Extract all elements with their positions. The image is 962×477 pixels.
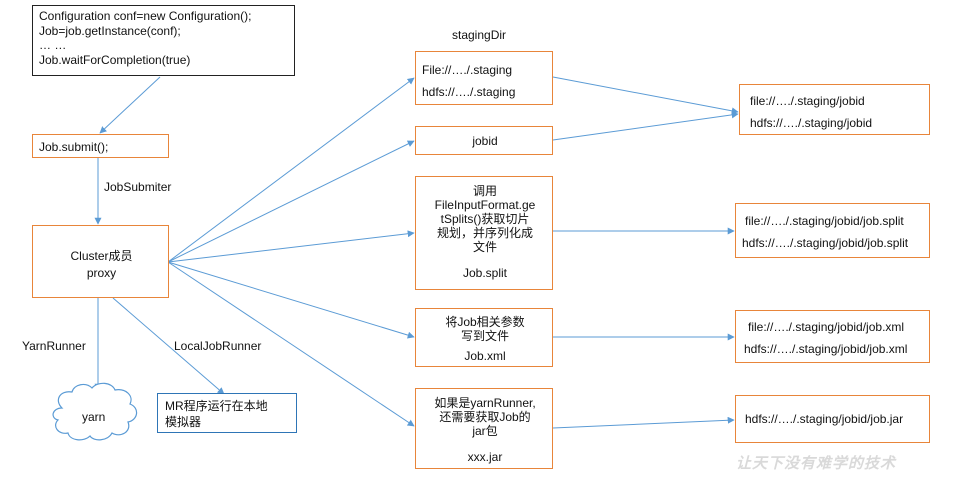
code-line: … …: [39, 38, 67, 52]
jobid-box: jobid: [415, 126, 553, 155]
arrow-cluster-to-staging: [167, 77, 415, 263]
staging-file-path: File://…./.staging: [422, 63, 513, 77]
out-xml-hdfs: hdfs://…./.staging/jobid/job.xml: [744, 342, 908, 356]
yarn-cloud-shape: [52, 382, 138, 441]
out-split-file: file://…./.staging/jobid/job.split: [745, 214, 904, 228]
jar-text: jar包: [472, 424, 498, 438]
code-line: Job=job.getInstance(conf);: [39, 23, 181, 38]
arrow-cluster-to-xml: [167, 261, 415, 339]
split-text: tSplits()获取切片: [440, 212, 530, 226]
mr-local-box: MR程序运行在本地 模拟器: [157, 393, 297, 433]
code-line: Configuration conf=new Configuration();: [39, 9, 252, 23]
out-split-hdfs: hdfs://…./.staging/jobid/job.split: [742, 236, 909, 250]
jar-box: 如果是yarnRunner, 还需要获取Job的 jar包 xxx.jar: [415, 388, 553, 469]
job-submit-box: Job.submit();: [32, 134, 169, 158]
out-jobid-file: file://…./.staging/jobid: [750, 94, 865, 108]
split-text: FileInputFormat.ge: [434, 198, 536, 212]
mr-line2: 模拟器: [165, 415, 202, 429]
staging-box: File://…./.staging hdfs://…./.staging: [415, 51, 553, 105]
xml-file: Job.xml: [464, 349, 506, 363]
out-jobid-hdfs: hdfs://…./.staging/jobid: [750, 116, 873, 130]
arrow-cluster-to-jar: [167, 261, 415, 427]
arrow-code-to-submit: [99, 76, 161, 134]
split-box: 调用 FileInputFormat.ge tSplits()获取切片 规划，并…: [415, 176, 553, 290]
jar-text: 还需要获取Job的: [439, 410, 531, 424]
jar-text: 如果是yarnRunner,: [434, 396, 536, 410]
split-text: 调用: [472, 184, 497, 198]
xml-text: 将Job相关参数: [445, 315, 525, 329]
arrow-jar-to-out-jar: [552, 416, 735, 429]
yarn-runner-label: YarnRunner: [22, 339, 86, 353]
job-submit-label: Job.submit();: [39, 140, 109, 154]
job-submitter-label: JobSubmiter: [104, 180, 172, 194]
split-text: 规划，并序列化成: [436, 226, 533, 240]
cluster-title: Cluster成员: [70, 249, 133, 263]
arrow-cluster-to-mr: [112, 297, 225, 395]
local-job-runner-label: LocalJobRunner: [174, 339, 262, 353]
xml-box: 将Job相关参数 写到文件 Job.xml: [415, 308, 553, 367]
staging-dir-label: stagingDir: [452, 28, 507, 42]
mr-line1: MR程序运行在本地: [165, 399, 268, 413]
out-jar-box: hdfs://…./.staging/jobid/job.jar: [735, 395, 930, 443]
code-line: Job.waitForCompletion(true): [39, 52, 191, 67]
split-text: 文件: [472, 240, 497, 254]
jar-file: xxx.jar: [467, 450, 503, 464]
cluster-proxy: proxy: [86, 266, 117, 280]
out-jar-hdfs: hdfs://…./.staging/jobid/job.jar: [745, 412, 904, 426]
out-xml-file: file://…./.staging/jobid/job.xml: [748, 320, 905, 334]
split-file: Job.split: [462, 266, 508, 280]
staging-hdfs-path: hdfs://…./.staging: [422, 85, 516, 99]
yarn-label: yarn: [82, 410, 106, 424]
out-jobid-box: file://…./.staging/jobid hdfs://…./.stag…: [739, 84, 930, 135]
arrow-cluster-to-split: [167, 230, 415, 263]
cluster-box: Cluster成员 proxy: [32, 225, 169, 298]
out-xml-box: file://…./.staging/jobid/job.xml hdfs://…: [735, 310, 930, 363]
arrow-staging-to-out-jobid: [552, 76, 739, 115]
arrow-jobid-to-out-jobid: [552, 111, 739, 141]
client-code-box: Configuration conf=new Configuration(); …: [32, 5, 295, 76]
watermark-text: 让天下没有难学的技术: [736, 454, 897, 472]
jobid-label: jobid: [472, 134, 498, 148]
out-split-box: file://…./.staging/jobid/job.split hdfs:…: [735, 203, 930, 258]
arrow-cluster-to-jobid: [167, 140, 415, 263]
xml-text: 写到文件: [460, 329, 509, 343]
